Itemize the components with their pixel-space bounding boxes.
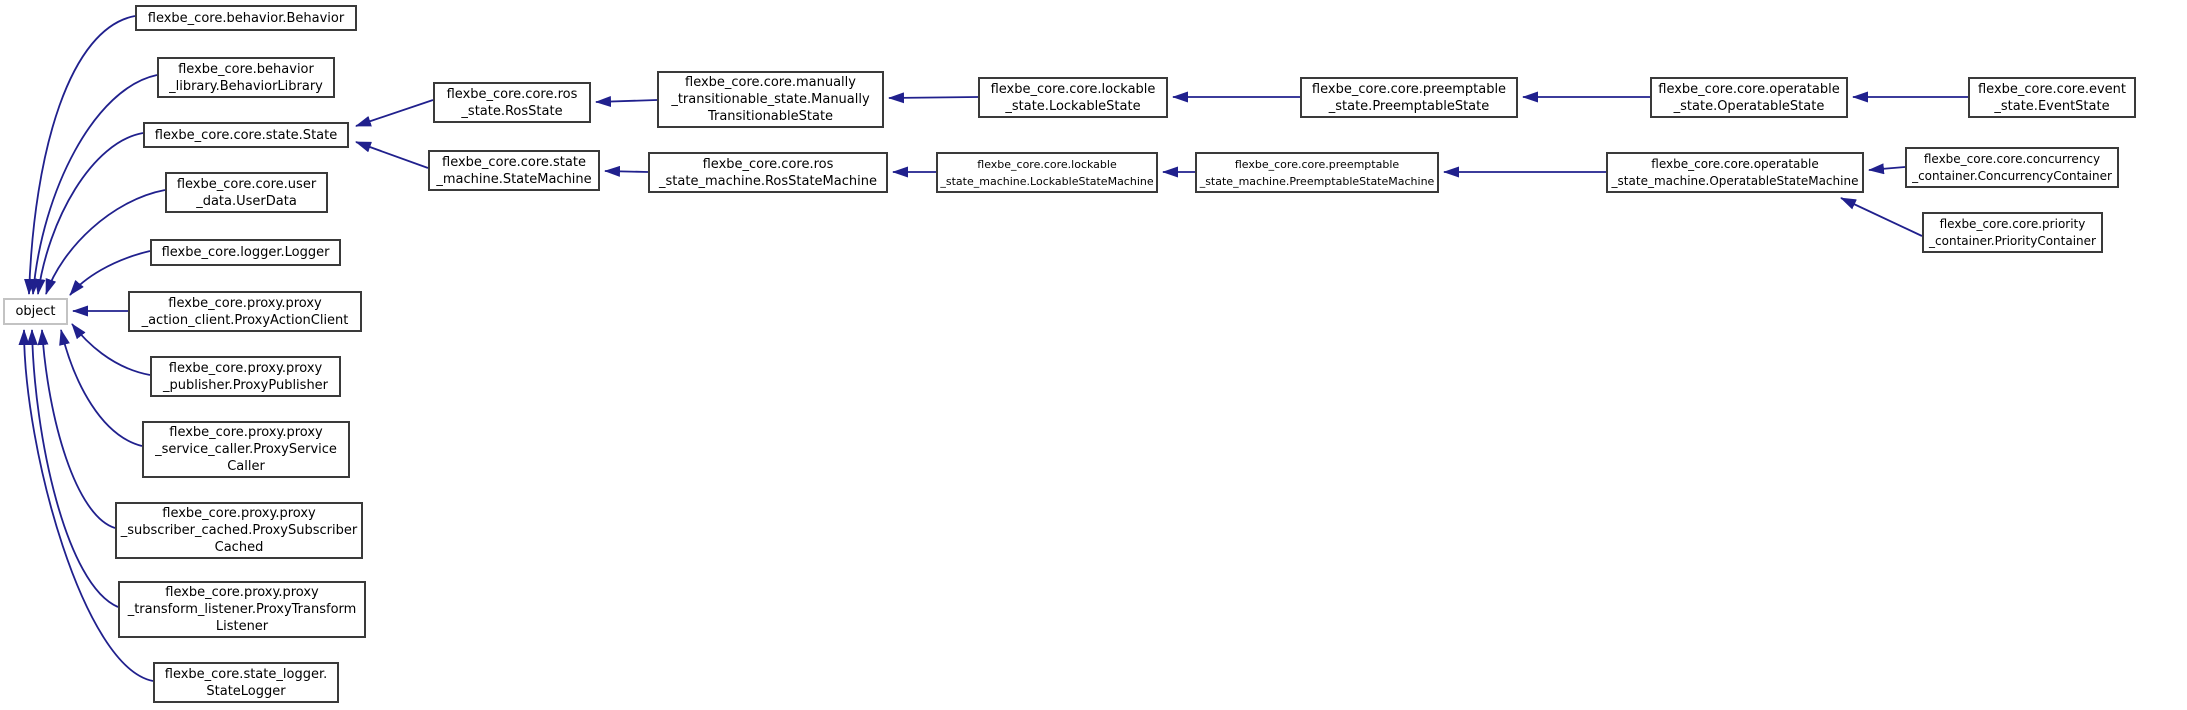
node-preemptable-state[interactable]: flexbe_core.core.preemptable _state.Pree… — [1300, 77, 1518, 118]
node-ros-state-machine[interactable]: flexbe_core.core.ros _state_machine.RosS… — [648, 152, 888, 193]
edge-logger-object — [69, 250, 151, 296]
node-ros-state[interactable]: flexbe_core.core.ros _state.RosState — [433, 82, 591, 123]
node-proxy-service-caller[interactable]: flexbe_core.proxy.proxy _service_caller.… — [142, 421, 350, 478]
edge-proxy-transform-listener-object — [26, 329, 119, 608]
node-event-state[interactable]: flexbe_core.core.event _state.EventState — [1968, 77, 2136, 118]
edge-behavior-library-object — [28, 74, 158, 295]
edge-state-machine-state — [355, 141, 429, 169]
edge-state-object — [34, 132, 144, 295]
node-lockable-state-machine[interactable]: flexbe_core.core.lockable _state_machine… — [936, 152, 1158, 193]
edge-ros-state-machine-state-machine — [604, 165, 649, 177]
edge-concurrency-container-operatable-sm — [1868, 163, 1906, 175]
edge-state-logger-object — [18, 329, 154, 682]
node-logger[interactable]: flexbe_core.logger.Logger — [150, 239, 341, 266]
node-state-machine[interactable]: flexbe_core.core.state _machine.StateMac… — [428, 150, 600, 191]
edge-priority-container-operatable-sm — [1840, 197, 1923, 237]
node-user-data[interactable]: flexbe_core.core.user _data.UserData — [165, 172, 328, 213]
node-operatable-state-machine[interactable]: flexbe_core.core.operatable _state_machi… — [1606, 152, 1864, 193]
edge-proxy-service-caller-object — [59, 329, 143, 447]
node-preemptable-state-machine[interactable]: flexbe_core.core.preemptable _state_mach… — [1195, 152, 1439, 193]
edge-proxy-publisher-object — [71, 323, 151, 376]
edge-lockable-state-manually-transitionable — [888, 92, 979, 104]
node-proxy-publisher[interactable]: flexbe_core.proxy.proxy _publisher.Proxy… — [150, 356, 341, 397]
node-concurrency-container[interactable]: flexbe_core.core.concurrency _container.… — [1905, 147, 2119, 188]
node-behavior[interactable]: flexbe_core.behavior.Behavior — [135, 5, 357, 31]
node-lockable-state[interactable]: flexbe_core.core.lockable _state.Lockabl… — [978, 77, 1168, 118]
node-proxy-subscriber-cached[interactable]: flexbe_core.proxy.proxy _subscriber_cach… — [115, 502, 363, 559]
node-priority-container[interactable]: flexbe_core.core.priority _container.Pri… — [1922, 212, 2103, 253]
node-proxy-action-client[interactable]: flexbe_core.proxy.proxy _action_client.P… — [128, 291, 362, 332]
node-proxy-transform-listener[interactable]: flexbe_core.proxy.proxy _transform_liste… — [118, 581, 366, 638]
node-operatable-state[interactable]: flexbe_core.core.operatable _state.Opera… — [1650, 77, 1848, 118]
edge-manually-transitionable-ros-state — [595, 96, 658, 108]
edge-user-data-object — [45, 189, 166, 295]
edge-proxy-subscriber-cached-object — [37, 329, 116, 529]
node-object: object — [3, 298, 68, 325]
edge-ros-state-state — [355, 99, 434, 127]
node-state[interactable]: flexbe_core.core.state.State — [143, 122, 349, 148]
node-manually-transitionable-state[interactable]: flexbe_core.core.manually _transitionabl… — [657, 71, 884, 128]
edge-behavior-object — [24, 15, 136, 295]
node-state-logger[interactable]: flexbe_core.state_logger. StateLogger — [153, 662, 339, 703]
node-behavior-library[interactable]: flexbe_core.behavior _library.BehaviorLi… — [157, 57, 335, 98]
